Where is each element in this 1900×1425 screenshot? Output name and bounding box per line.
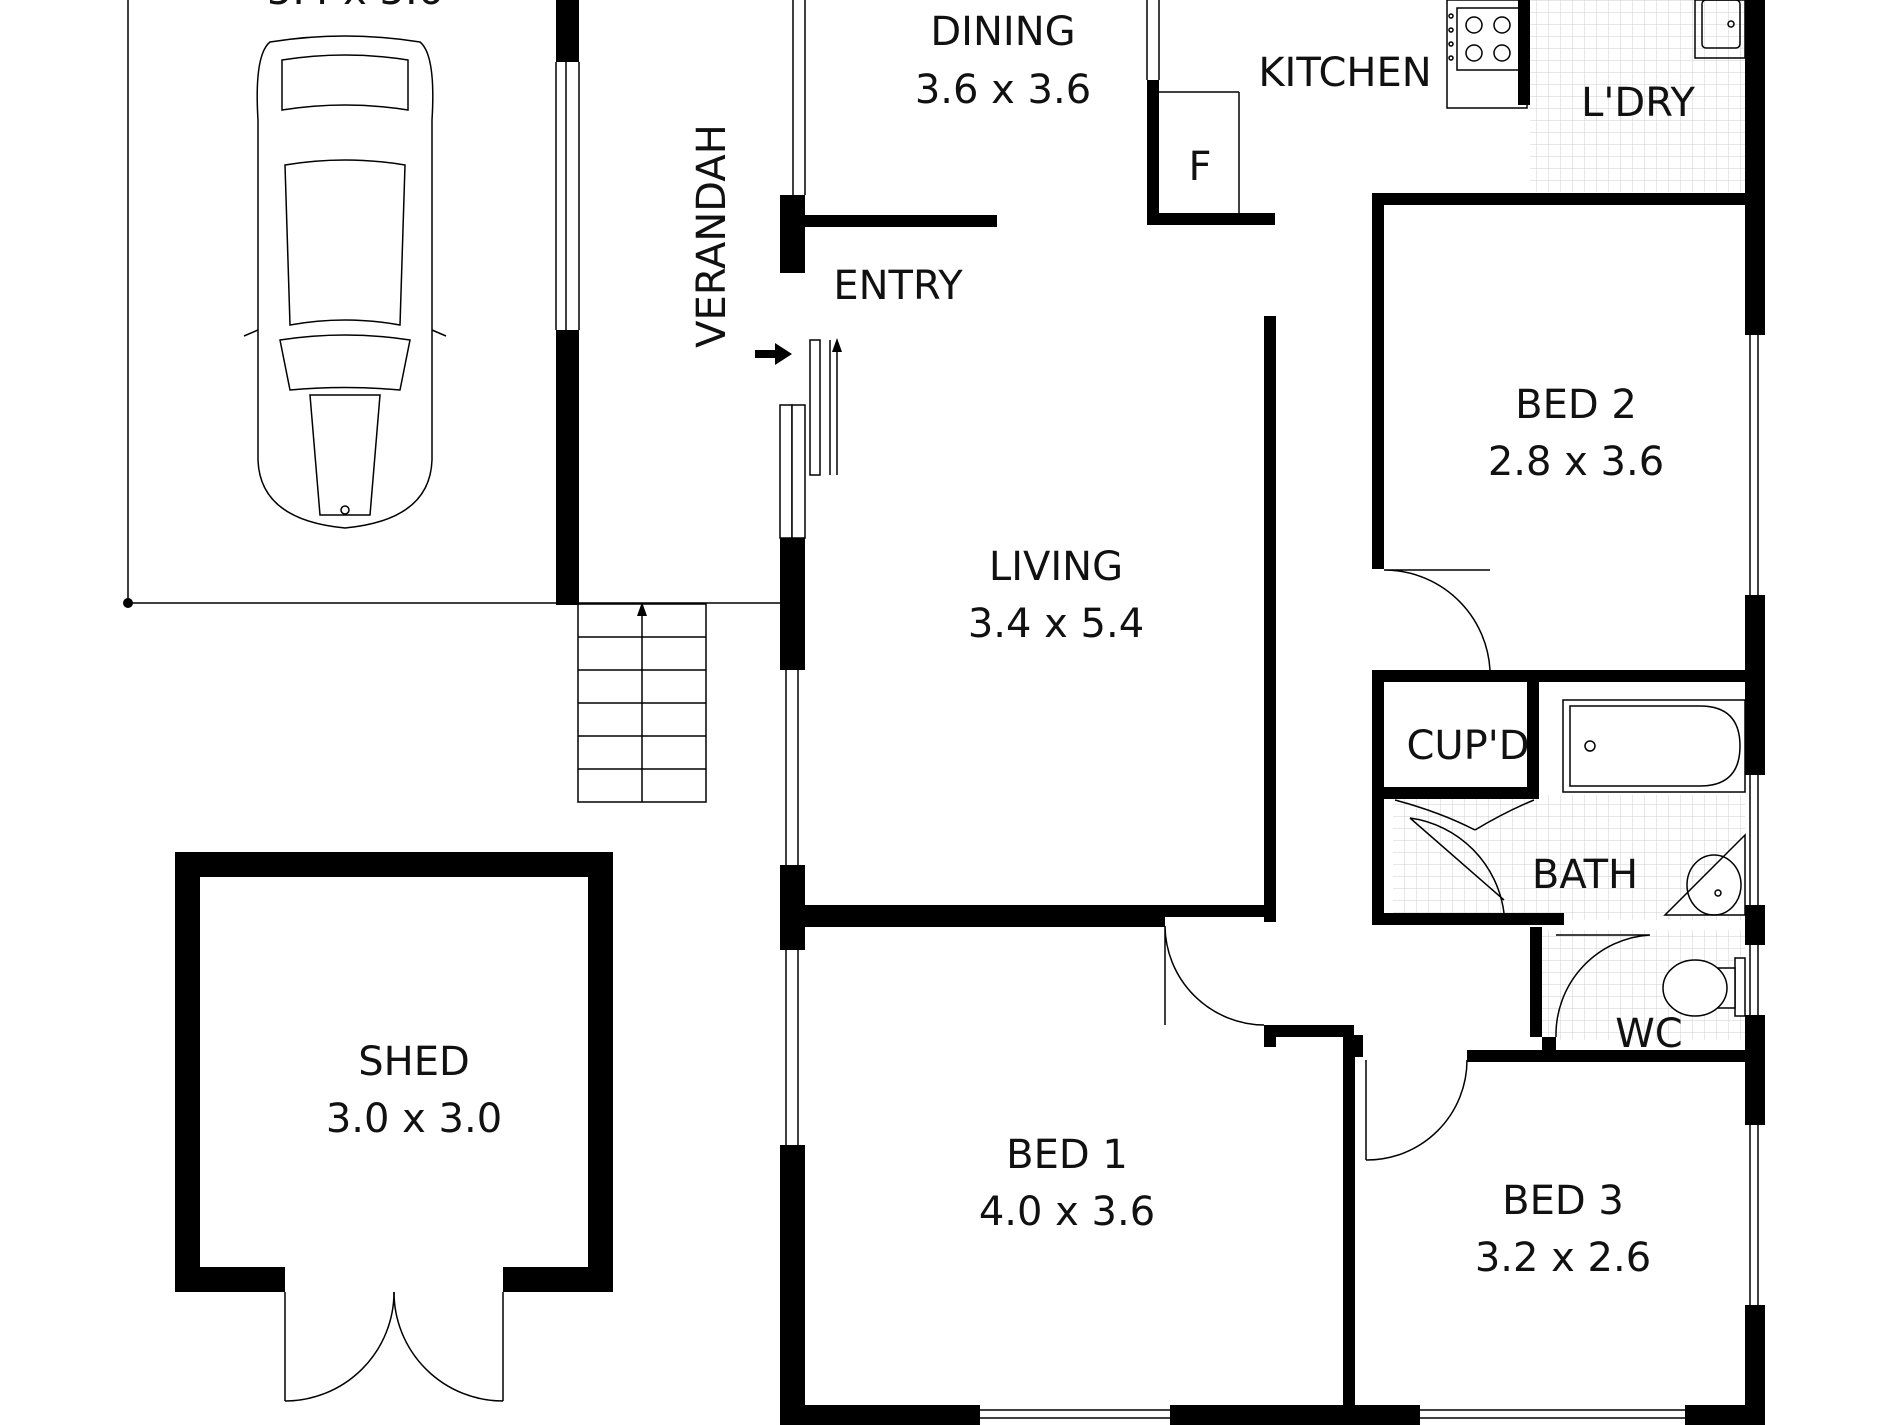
toilet-icon [1662,957,1746,1017]
dining-dims: 3.6 x 3.6 [915,67,1091,113]
bed1-label: BED 1 [1006,1132,1128,1178]
house-walls [779,0,1765,1425]
basin-icon [1663,833,1746,916]
verandah-label: VERANDAH [689,124,735,348]
laundry-tub-icon [1694,0,1746,59]
entry-door [809,338,842,476]
shed [175,852,613,1402]
car-icon [243,35,447,529]
shed-double-doors [284,1291,504,1402]
carport-dims: 5.4 x 5.6 [267,0,443,14]
wc-label: WC [1615,1011,1682,1057]
dining-label: DINING [930,9,1075,55]
bed2-label: BED 2 [1515,382,1637,428]
kitchen-label: KITCHEN [1258,50,1431,96]
room-labels: 5.4 x 5.6 DINING 3.6 x 3.6 KITCHEN F L'D… [267,0,1696,1281]
living-label: LIVING [989,544,1123,590]
stove-icon [1446,0,1528,109]
stairs-icon [577,602,707,803]
cupboard-label: CUP'D [1406,723,1529,769]
bed1-dims: 4.0 x 3.6 [979,1189,1155,1235]
entry-label: ENTRY [833,263,963,309]
laundry-label: L'DRY [1581,80,1695,126]
bed3-dims: 3.2 x 2.6 [1475,1235,1651,1281]
bed2-dims: 2.8 x 3.6 [1488,439,1664,485]
fridge-label: F [1188,144,1211,190]
living-dims: 3.4 x 5.4 [968,601,1144,647]
bed3-label: BED 3 [1502,1178,1624,1224]
bathtub-icon [1562,699,1746,793]
shed-label: SHED [358,1039,470,1085]
carport [123,0,780,608]
doors [1164,569,1651,1161]
bath-label: BATH [1532,852,1638,898]
entry-arrow-icon [755,343,792,365]
shed-dims: 3.0 x 3.0 [326,1096,502,1142]
